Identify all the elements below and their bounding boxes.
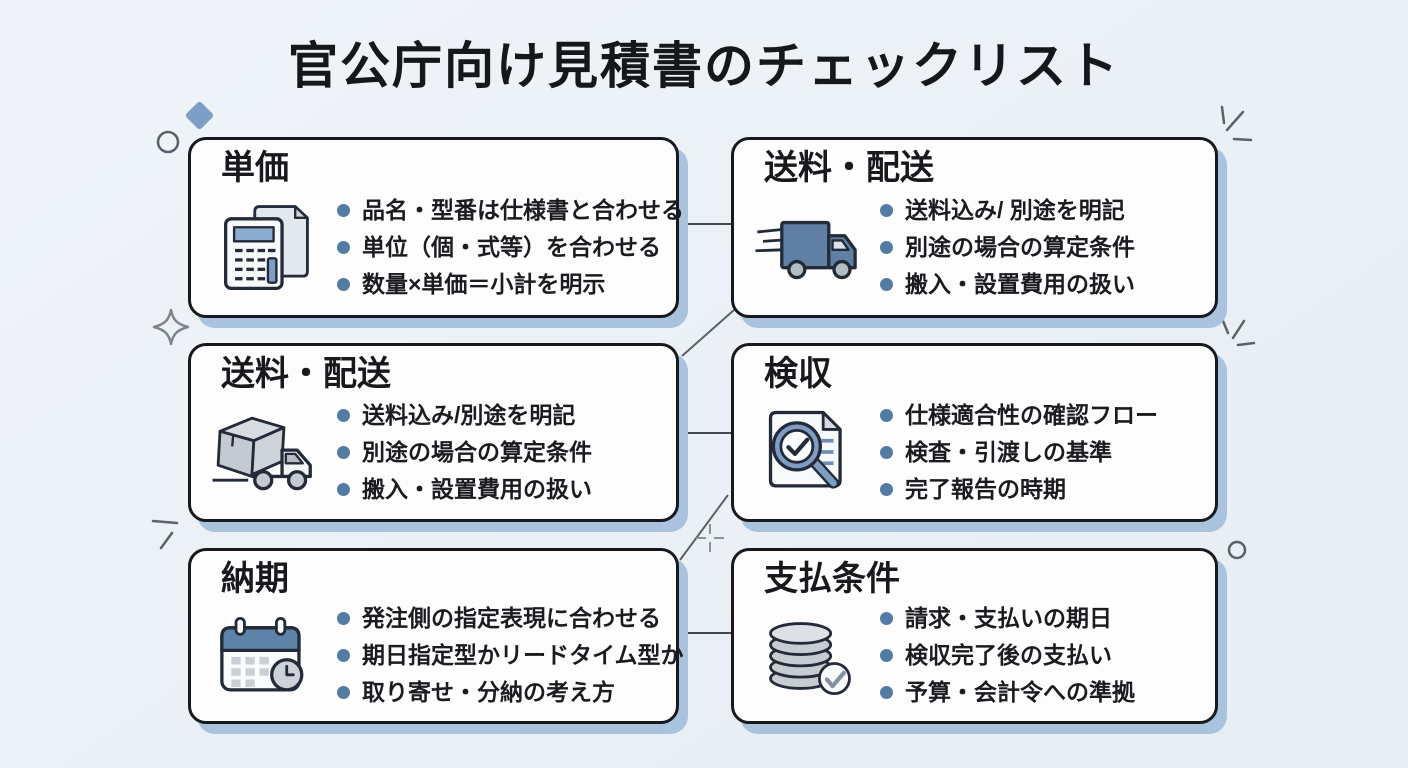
bullet-text: 単位（個・式等）を合わせる (362, 233, 661, 260)
bullet-dot (880, 408, 893, 422)
bullet-list: 発注側の指定表現に合わせる 期日指定型かリードタイム型か 取り寄せ・分納の考え方 (331, 600, 684, 711)
circle-decor-bottom-right (1227, 540, 1247, 560)
bullet-item: 検査・引渡しの基準 (880, 434, 1207, 471)
bullet-item: 搬入・設置費用の扱い (880, 266, 1207, 303)
bullet-dot (880, 203, 893, 217)
bullet-dot (337, 277, 350, 291)
calculator-document-icon (203, 200, 331, 294)
card-body: 仕様適合性の確認フロー 検査・引渡しの基準 完了報告の時期 (734, 393, 1215, 519)
card-delivery-date: 納期 (188, 548, 684, 724)
bullet-dot (880, 612, 893, 626)
box-truck-icon (203, 405, 331, 499)
bullet-text: 品名・型番は仕様書と合わせる (362, 196, 684, 223)
connector-lines (676, 223, 737, 634)
bullet-dot (337, 649, 350, 663)
card-body: 発注側の指定表現に合わせる 期日指定型かリードタイム型か 取り寄せ・分納の考え方 (191, 598, 684, 721)
document-magnifier-check-icon (746, 405, 874, 499)
bullet-list: 請求・支払いの期日 検収完了後の支払い 予算・会計令への準拠 (874, 600, 1207, 711)
bullet-text: 別途の場合の算定条件 (905, 233, 1135, 260)
bullet-list: 品名・型番は仕様書と合わせる 単位（個・式等）を合わせる 数量×単価＝小計を明示 (331, 192, 684, 303)
bullet-list: 送料込み/別途を明記 別途の場合の算定条件 搬入・設置費用の扱い (331, 397, 668, 508)
card-shipping-delivery-middle: 送料・配送 (188, 343, 679, 522)
card-body: 品名・型番は仕様書と合わせる 単位（個・式等）を合わせる 数量×単価＝小計を明示 (191, 187, 684, 315)
bullet-item: 請求・支払いの期日 (880, 600, 1207, 637)
bullet-text: 検査・引渡しの基準 (905, 438, 1112, 465)
card-body: 請求・支払いの期日 検収完了後の支払い 予算・会計令への準拠 (734, 598, 1215, 721)
bullet-dot (880, 482, 893, 496)
bullet-item: 数量×単価＝小計を明示 (337, 266, 684, 303)
bullet-item: 取り寄せ・分納の考え方 (337, 674, 684, 711)
bullet-dot (337, 408, 350, 422)
page-title: 官公庁向け見積書のチェックリスト (288, 38, 1120, 94)
bullet-item: 品名・型番は仕様書と合わせる (337, 192, 684, 229)
bullet-item: 完了報告の時期 (880, 471, 1207, 508)
bullet-item: 送料込み/別途を明記 (337, 397, 668, 434)
bullet-dot (337, 482, 350, 496)
bullet-dot (337, 203, 350, 217)
bullet-text: 仕様適合性の確認フロー (905, 401, 1158, 428)
bullet-dot (880, 240, 893, 254)
bullet-dot (880, 445, 893, 459)
bullet-dot (337, 240, 350, 254)
bullet-text: 検収完了後の支払い (905, 642, 1112, 669)
card-shipping-delivery-top: 送料・配送 送料込み/ 別途を明記 (731, 137, 1218, 318)
bullet-item: 検収完了後の支払い (880, 637, 1207, 674)
bullet-item: 送料込み/ 別途を明記 (880, 192, 1207, 229)
crosshair-decor (696, 524, 724, 552)
coin-stack-check-icon (746, 609, 874, 703)
calendar-clock-icon (203, 609, 331, 703)
bullet-text: 数量×単価＝小計を明示 (362, 270, 606, 297)
bullet-dot (880, 277, 893, 291)
bullet-text: 発注側の指定表現に合わせる (362, 605, 661, 632)
card-title: 納期 (221, 560, 289, 598)
bullet-dot (880, 686, 893, 700)
bullet-item: 仕様適合性の確認フロー (880, 397, 1207, 434)
bullet-dot (337, 686, 350, 700)
card-body: 送料込み/別途を明記 別途の場合の算定条件 搬入・設置費用の扱い (191, 393, 676, 519)
bullet-item: 単位（個・式等）を合わせる (337, 229, 684, 266)
bullet-item: 別途の場合の算定条件 (880, 229, 1207, 266)
card-title: 単価 (221, 149, 289, 187)
bullet-text: 予算・会計令への準拠 (905, 679, 1135, 706)
card-title: 送料・配送 (221, 355, 391, 393)
bullet-text: 期日指定型かリードタイム型か (362, 642, 684, 669)
burst-decor-top-right (1220, 105, 1253, 142)
card-title: 検収 (764, 355, 832, 393)
bullet-text: 完了報告の時期 (905, 475, 1066, 502)
speeding-truck-icon (746, 200, 874, 294)
card-body: 送料込み/ 別途を明記 別途の場合の算定条件 搬入・設置費用の扱い (734, 187, 1215, 315)
bullet-text: 別途の場合の算定条件 (362, 438, 592, 465)
burst-decor-bottom-left (151, 519, 179, 550)
bullet-item: 発注側の指定表現に合わせる (337, 600, 684, 637)
card-inspection: 検収 (731, 343, 1218, 522)
bullet-text: 送料込み/ 別途を明記 (905, 196, 1125, 223)
card-title: 送料・配送 (764, 149, 934, 187)
burst-decor-right (1221, 319, 1256, 347)
bullet-text: 搬入・設置費用の扱い (362, 475, 592, 502)
circle-decor-top-left (156, 130, 180, 154)
sparkle-decor (152, 308, 190, 346)
bullet-list: 仕様適合性の確認フロー 検査・引渡しの基準 完了報告の時期 (874, 397, 1207, 508)
bullet-text: 送料込み/別途を明記 (362, 401, 576, 428)
card-title: 支払条件 (764, 560, 900, 598)
bullet-list: 送料込み/ 別途を明記 別途の場合の算定条件 搬入・設置費用の扱い (874, 192, 1207, 303)
bullet-dot (337, 445, 350, 459)
card-payment-terms: 支払条件 請求・支払いの期日 検収完了後の支払い (731, 548, 1218, 724)
bullet-dot (880, 649, 893, 663)
bullet-text: 搬入・設置費用の扱い (905, 270, 1135, 297)
bullet-item: 搬入・設置費用の扱い (337, 471, 668, 508)
card-unit-price: 単価 (188, 137, 684, 318)
bullet-text: 取り寄せ・分納の考え方 (362, 679, 615, 706)
bullet-dot (337, 612, 350, 626)
bullet-item: 期日指定型かリードタイム型か (337, 637, 684, 674)
diamond-decor (185, 101, 214, 130)
bullet-text: 請求・支払いの期日 (905, 605, 1112, 632)
bullet-item: 予算・会計令への準拠 (880, 674, 1207, 711)
bullet-item: 別途の場合の算定条件 (337, 434, 668, 471)
